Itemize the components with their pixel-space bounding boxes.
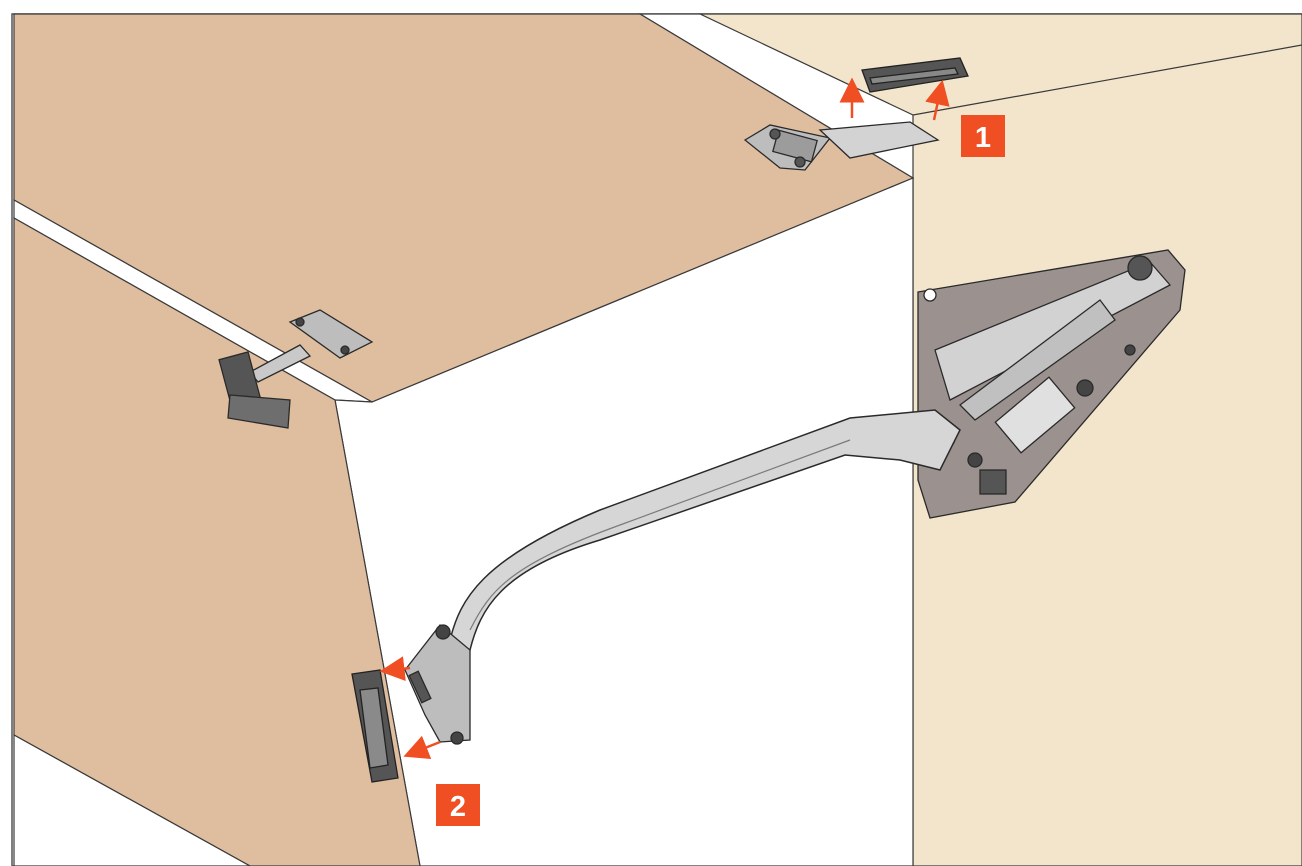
arrow-icon: [925, 79, 950, 121]
step-number-2: 2: [450, 791, 466, 823]
arrow-icon: [379, 656, 411, 682]
step-badge-1: 1: [961, 115, 1005, 157]
lift-arm-groove: [469, 439, 851, 631]
left-hinge-icon: [218, 309, 374, 429]
top-hinge-icon: [743, 121, 940, 171]
step-number-1: 1: [975, 122, 991, 154]
door-bracket-icon: [404, 624, 471, 745]
lift-mechanism-icon: [917, 249, 1186, 519]
mounting-plate-icon: [861, 57, 969, 93]
door-mounting-plate-icon: [351, 669, 399, 783]
lift-arm-icon: [449, 409, 961, 652]
door-bottom-strip: [13, 733, 252, 866]
arrow-icon: [403, 735, 441, 759]
step-badge-2: 2: [436, 784, 480, 826]
side-panel-edge-line: [912, 44, 1302, 116]
